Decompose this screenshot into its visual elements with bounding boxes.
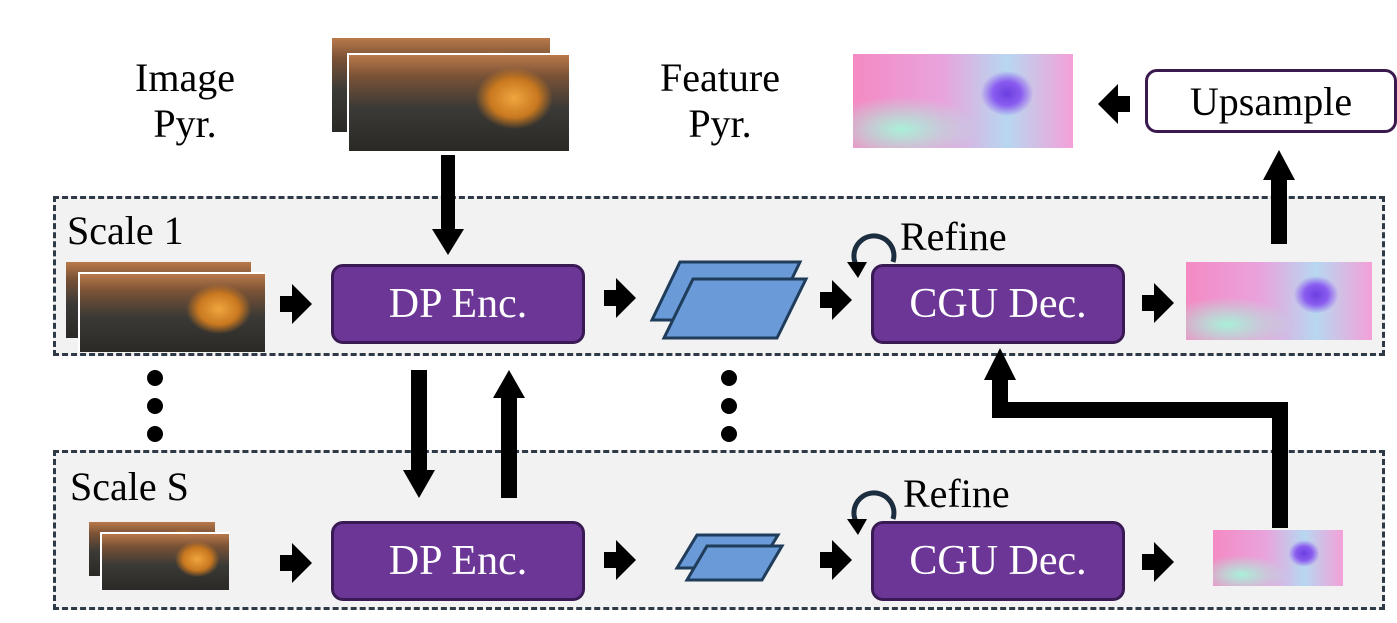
feature-map-scale-s	[674, 533, 785, 582]
scale-1-label: Scale 1	[67, 208, 184, 253]
right-arrow-icon	[280, 543, 312, 583]
right-arrow-icon	[280, 284, 312, 324]
loop-icon	[847, 490, 897, 535]
left-arrow-icon	[1098, 84, 1130, 124]
final-flow-image	[853, 54, 1073, 148]
right-arrow-icon	[820, 540, 852, 580]
cgu-decoder-scale-1-label: CGU Dec.	[909, 281, 1087, 327]
scale-s-panel	[53, 450, 1385, 610]
right-arrow-icon	[820, 280, 852, 320]
flow-to-upsample-arrow	[1263, 150, 1295, 244]
cgu-decoder-scale-s-label: CGU Dec.	[909, 538, 1087, 584]
upsample-label: Upsample	[1189, 78, 1353, 124]
feature-pyramid-label: Feature Pyr.	[630, 55, 810, 147]
vertical-dots-icon	[721, 370, 737, 442]
scale-1-flow-image	[1186, 262, 1372, 340]
scale-s-image-front	[100, 532, 229, 590]
vertical-dots-icon	[147, 370, 163, 442]
dp-encoder-scale-s: DP Enc.	[331, 521, 585, 601]
dp-encoder-scale-s-label: DP Enc.	[388, 538, 528, 584]
feature-map-scale-1	[649, 260, 809, 340]
encoder-up-arrow	[493, 370, 525, 498]
scale-s-label: Scale S	[70, 464, 189, 509]
cgu-decoder-scale-1: CGU Dec.	[871, 264, 1125, 344]
scale-1-image-front	[78, 272, 265, 352]
image-pyramid-label-line1: Image	[135, 55, 235, 100]
scale-s-flow-image	[1213, 530, 1343, 586]
input-to-encoder-arrow	[432, 155, 464, 255]
image-pyramid-label: Image Pyr.	[105, 55, 265, 147]
feature-pyramid-label-line2: Pyr.	[688, 101, 752, 146]
dp-encoder-scale-1: DP Enc.	[331, 264, 585, 344]
cgu-decoder-scale-s: CGU Dec.	[871, 521, 1125, 601]
encoder-down-arrow	[403, 370, 435, 498]
right-arrow-icon	[604, 540, 636, 580]
refine-label-scale-1: Refine	[900, 214, 1007, 259]
image-pyramid-label-line2: Pyr.	[153, 101, 217, 146]
right-arrow-icon	[1142, 542, 1174, 582]
loop-icon	[847, 233, 897, 278]
right-arrow-icon	[604, 278, 636, 318]
input-image-front	[347, 53, 569, 151]
upsample-box: Upsample	[1145, 69, 1397, 133]
coarse-flow-to-decoder-arrow	[984, 348, 1288, 528]
refine-label-scale-s: Refine	[903, 471, 1010, 516]
right-arrow-icon	[1142, 283, 1174, 323]
feature-pyramid-label-line1: Feature	[660, 55, 780, 100]
dp-encoder-scale-1-label: DP Enc.	[388, 281, 528, 327]
